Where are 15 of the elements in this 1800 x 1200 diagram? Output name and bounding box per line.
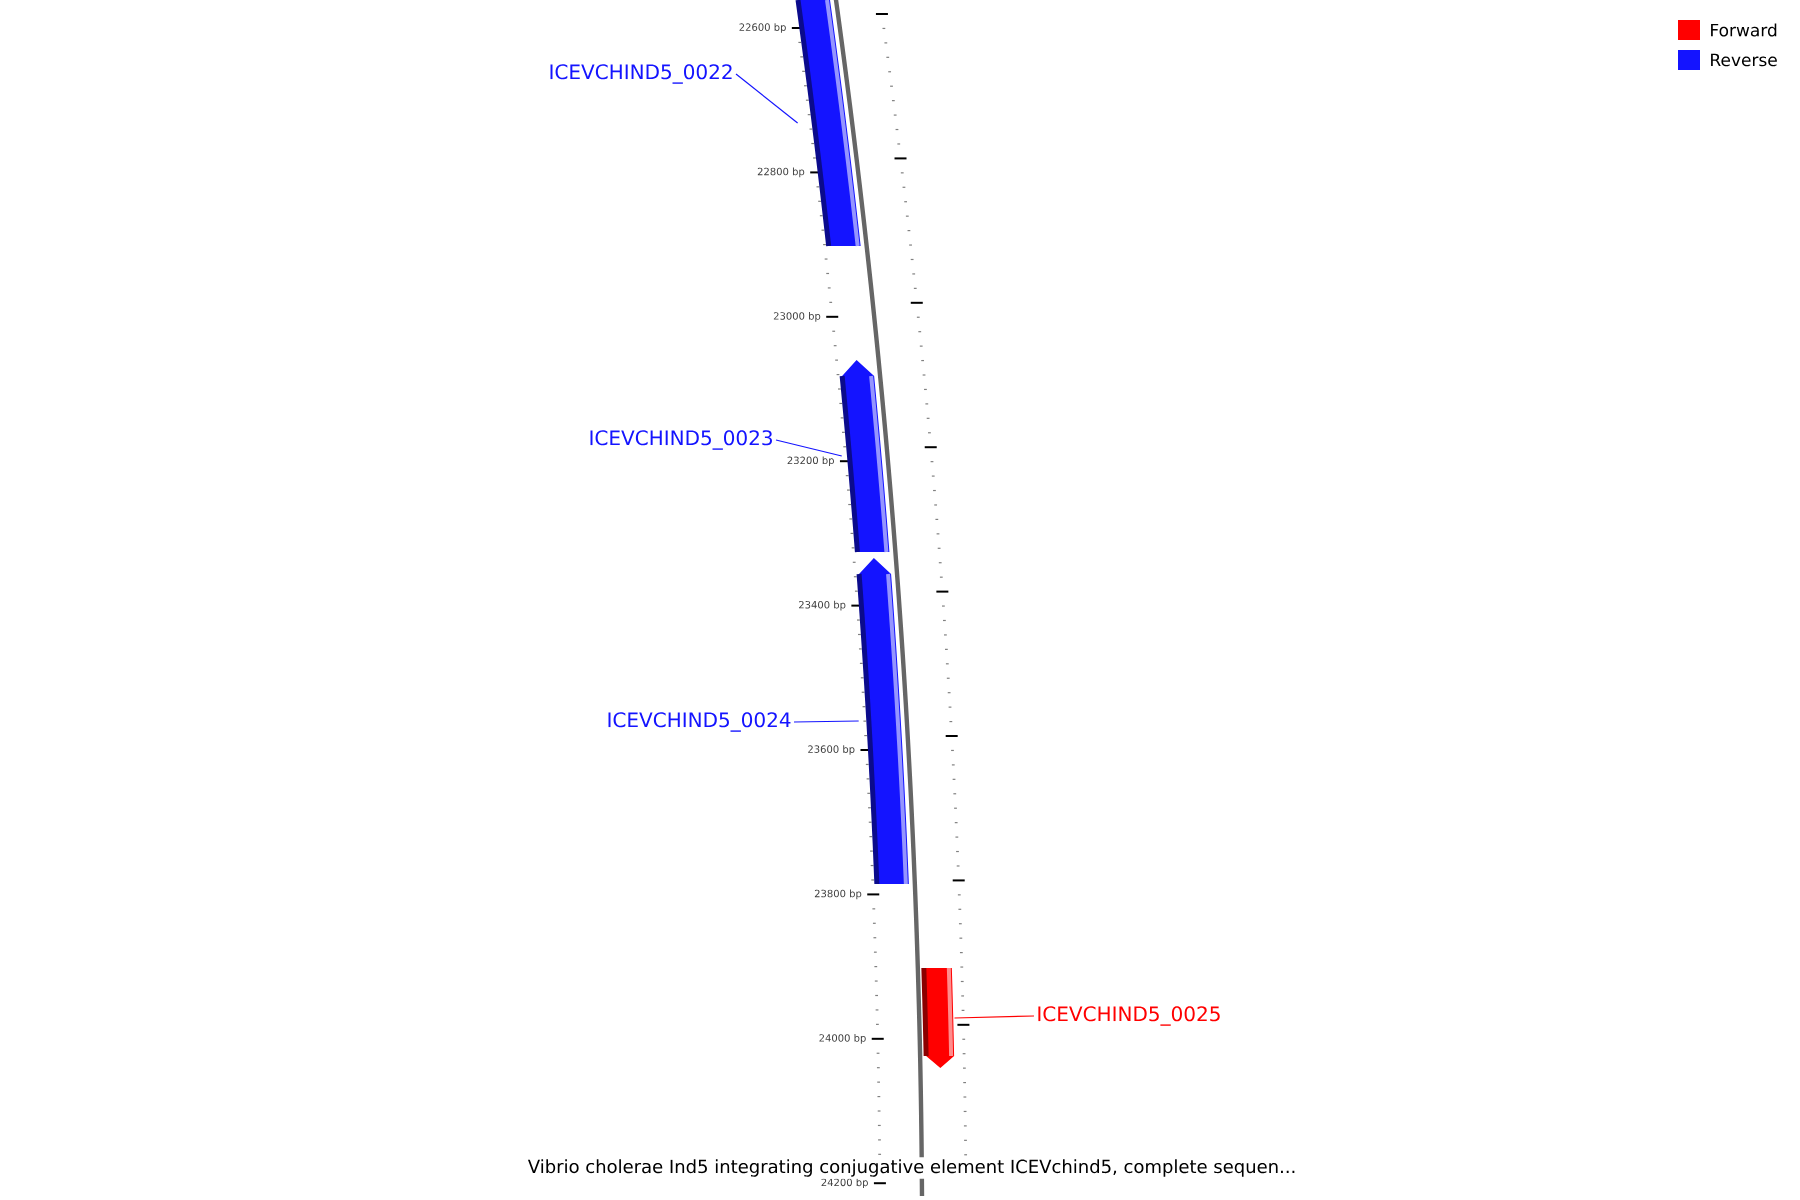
gene-arrow [839,360,890,553]
gene-arrow [921,967,955,1068]
leader-line [735,73,799,124]
caption: Vibrio cholerae Ind5 integrating conjugative element ICEVchind5, complete sequen... [525,1157,1299,1179]
legend-label: Forward [1711,23,1777,37]
gene-label: ICEVCHIND5_0024 [608,712,791,732]
legend-label: Reverse [1711,53,1777,67]
gene-arrow [795,0,861,247]
leader-line [775,439,843,457]
gene-label: ICEVCHIND5_0022 [550,64,732,84]
gene-label: ICEVCHIND5_0023 [590,430,772,450]
leader-line [793,720,860,723]
gene-label: ICEVCHIND5_0025 [1038,1006,1220,1026]
leader-line [953,1015,1035,1019]
gene-arrow [856,558,909,885]
